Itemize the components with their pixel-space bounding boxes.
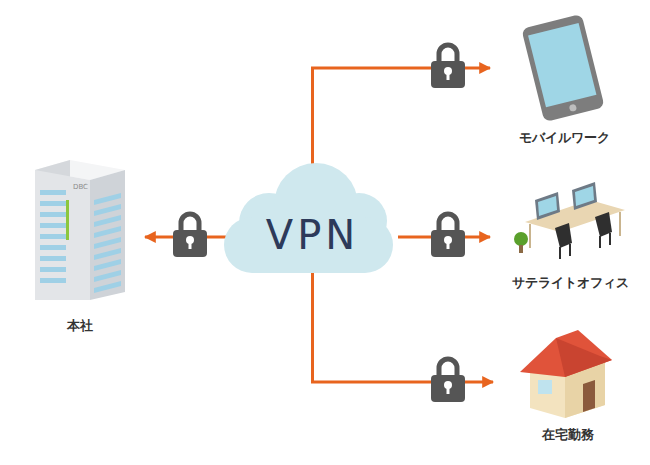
site-node: サテライトオフィス	[501, 172, 639, 292]
office-icon	[514, 182, 625, 259]
window-stripe	[40, 267, 66, 272]
window-stripe	[40, 190, 66, 195]
site-label: 本社	[26, 317, 134, 335]
window-stripe	[94, 226, 121, 238]
logo-text: DBC	[73, 183, 88, 191]
window-stripe	[40, 256, 66, 261]
site-label: 在宅勤務	[504, 426, 632, 444]
window-stripe	[94, 259, 121, 271]
window-stripe	[40, 245, 66, 250]
window-stripe	[40, 278, 66, 283]
lock-icon	[431, 214, 465, 257]
window-stripe	[94, 281, 121, 293]
building-icon	[35, 160, 125, 300]
window-stripe	[94, 237, 121, 249]
site-node: 在宅勤務	[504, 328, 632, 444]
site-label: サテライトオフィス	[501, 274, 639, 292]
window-stripe	[94, 193, 121, 205]
window-stripe	[94, 248, 121, 260]
house-icon	[520, 330, 612, 418]
site-node: モバイルワーク	[501, 15, 627, 147]
window-stripe	[40, 212, 66, 217]
window-stripe	[40, 223, 66, 228]
lock-icon	[431, 45, 465, 88]
window-stripe	[40, 201, 66, 206]
window-stripe	[94, 204, 121, 216]
lock-icon	[173, 214, 207, 257]
network-label: VPN	[221, 212, 404, 258]
tablet-icon	[521, 14, 604, 122]
window-stripe	[40, 234, 66, 239]
site-node: 本社	[26, 150, 134, 335]
vpn-cloud: VPN	[221, 157, 404, 277]
connector-arrow	[313, 271, 494, 382]
window-stripe	[94, 215, 121, 227]
site-label: モバイルワーク	[501, 129, 627, 147]
window-stripe	[94, 270, 121, 282]
lock-icon	[431, 359, 465, 402]
